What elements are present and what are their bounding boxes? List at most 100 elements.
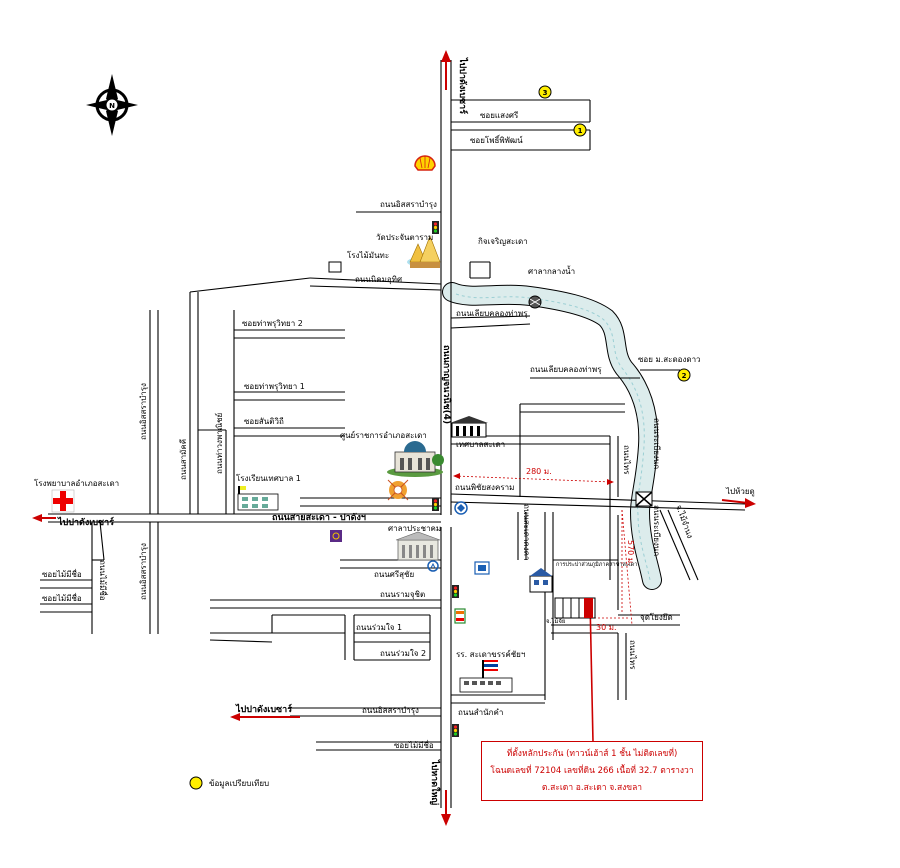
label-thawong-v: ถนนท่าวงพาณิชย์ [214, 413, 224, 474]
label-soi-maimee-1: ซอยไม้มีชื่อ [42, 568, 82, 579]
label-issaraphan-n: ถนนอิสสราบำรุง [380, 200, 437, 209]
label-road-kv: ถนนระเบียงนก [652, 418, 661, 469]
label-tessaban: เทศบาลสะเดา [456, 440, 505, 449]
temple-icon [407, 235, 441, 268]
municipal-building-icon [450, 416, 488, 438]
school-icon-2 [459, 660, 513, 693]
label-main-ns: ถนนกาญจนวนิช(4) [441, 345, 452, 424]
label-riverside-2: ถนนเลียบคลองท่าพรุ [530, 365, 602, 374]
traffic-light-icon-1 [432, 221, 439, 234]
label-soi-thaphru2: ซอยท่าพรุวิทยา 2 [242, 319, 303, 328]
label-soi-maimee-3: ซอยไม้มีชื่อ [394, 739, 434, 750]
label-district-office: ศูนย์ราชการอำเภอสะเดา [340, 430, 427, 441]
bank-icon-3 [427, 560, 439, 572]
roundabout-icon [387, 479, 409, 501]
distance-570 [621, 509, 633, 626]
label-distance-30: 30 ม. [596, 623, 617, 632]
bank-icon-1 [330, 530, 342, 542]
label-jai-dee: จ.ไม้จัย [546, 617, 565, 625]
label-ramaya1: ถนนร่วมใจ 1 [356, 623, 402, 632]
label-jut: จุดโยงยึด [640, 612, 673, 622]
label-issaraphan-s: ถนนอิสสราบำรุง [362, 706, 419, 715]
property-info-line-1: ที่ตั้งหลักประกัน (ทาวน์เฮ้าส์ 1 ชั้น ไม… [506, 749, 678, 759]
northern-streets [309, 99, 591, 291]
label-court: ศาลาประชาคม [388, 524, 441, 533]
property-info-line-2: โฉนดเลขที่ 72104 เลขที่ดิน 266 เนื้อที่ … [490, 766, 694, 776]
south-arrow-icon [441, 790, 451, 826]
southwest-arrow-icon [230, 713, 300, 721]
traffic-light-icon-4 [452, 724, 459, 737]
comparison-marker-2[interactable]: 2 [677, 368, 691, 382]
label-sadao-kv: ถนนสะเดาคงคา [522, 504, 531, 560]
shell-station-icon [414, 155, 436, 171]
property-pointer [554, 597, 596, 743]
label-soi-maimee-2: ซอยไม้มีชื่อ [42, 592, 82, 603]
court-building-icon [395, 531, 441, 561]
label-north-to: ไปปาดังเบซาร์ [457, 57, 469, 114]
label-soi-phothi: ซอยโพธิ์พิพัฒน์ [470, 134, 523, 145]
label-samakhi-v: ถนนสามัคคี [179, 439, 188, 480]
pavilion-icon [528, 295, 542, 309]
bridge-icon [635, 491, 653, 507]
label-ramaya2: ถนนร่วมใจ 2 [380, 649, 426, 658]
label-soi-maimee-v: ถนนไม้มีชื่อ [98, 560, 109, 601]
legend-label: ข้อมูลเปรียบเทียบ [209, 779, 269, 789]
label-riverside-1: ถนนเลียบคลองท่าพรุ [456, 309, 528, 318]
label-hospital: โรงพยาบาลอำเภอสะเดา [34, 478, 119, 488]
distance-280 [453, 473, 614, 485]
label-distance-280: 280 ม. [526, 467, 552, 476]
timber-house-icon [328, 261, 342, 273]
north-arrow-icon [441, 50, 451, 90]
marker-2-label: 2 [682, 372, 687, 380]
label-soi-santiwit: ซอยสันติวิถี [244, 417, 284, 426]
government-center-icon [387, 441, 444, 477]
label-road-kv-2: ถนนระเบียงนก [652, 505, 661, 556]
label-rong-mai: โรงไม้มันทะ [347, 250, 389, 260]
convenience-store-icon [454, 608, 466, 624]
label-kit-charoen: กิจเจริญสะเดา [478, 237, 528, 246]
label-phicheet: ถนนพิชัยสงคราม [455, 483, 514, 492]
label-sutha: ถนนสำนักคำ [458, 708, 503, 717]
riverside-roads [450, 315, 680, 379]
eastern-streets [451, 403, 699, 704]
school-icon-1 [237, 486, 279, 511]
bank-icon-4 [474, 561, 490, 575]
label-soi-saengsri: ซอยแสงศรี [480, 111, 519, 120]
label-road-yaijai: ถนนไทร [628, 640, 637, 670]
label-nikhom2: ถนนรามจุชิต [380, 590, 425, 599]
waterworks-building-icon [529, 568, 553, 593]
label-soi-thaphru1: ซอยท่าพรุวิทยา 1 [244, 382, 305, 391]
label-wat: วัดประจันตาราม [376, 233, 433, 242]
compass-icon: N [86, 74, 138, 136]
bank-icon-2 [454, 501, 468, 515]
property-info-box: ที่ตั้งหลักประกัน (ทาวน์เฮ้าส์ 1 ชั้น ไม… [481, 741, 703, 801]
traffic-light-icon-2 [432, 498, 439, 511]
label-issaraphan-sw: ถนนอิสสราบำรุง [139, 543, 148, 600]
property-info-line-3: ต.สะเดา อ.สะเดา จ.สงขลา [541, 783, 643, 793]
comparison-marker-3[interactable]: 3 [538, 85, 552, 99]
label-soi-right: ถนนไทร [622, 445, 631, 475]
main-road-ns [440, 60, 452, 808]
traffic-light-icon-3 [452, 585, 459, 598]
label-siri-road: ถนนศรีสุชัย [374, 570, 414, 579]
label-east-to: ไปห้วยดู [725, 487, 755, 497]
label-school-tes: โรงเรียนเทศบาล 1 [236, 473, 301, 483]
compass-letter: N [109, 102, 115, 110]
label-school-rr: รร. สะเดาขรรค์ชัยฯ [456, 649, 525, 659]
label-issaraphan-v: ถนนอิสสราบำรุง [139, 383, 148, 440]
label-distance-570: 570 ม. [626, 540, 635, 566]
label-south-to: ไปหาดใหญ่ [429, 759, 441, 805]
legend: ข้อมูลเปรียบเทียบ [189, 776, 269, 790]
main-road-ew [48, 493, 746, 523]
comparison-marker-1[interactable]: 1 [573, 123, 587, 137]
western-grid [40, 277, 441, 634]
marker-3-label: 3 [543, 89, 548, 97]
legend-marker-icon [189, 776, 203, 790]
label-soi-m-sadao: ซอย ม.สะดองดาว [638, 355, 701, 364]
east-arrow-icon [721, 498, 756, 508]
label-nikhom: ถนนนิคมอุทิศ [355, 275, 402, 284]
marker-1-label: 1 [578, 127, 583, 135]
label-west-to-sw: ไปปาดังเบซาร์ [235, 703, 292, 715]
label-main-ew: ถนนสายสะเดา - ปาดังฯ [272, 512, 366, 523]
